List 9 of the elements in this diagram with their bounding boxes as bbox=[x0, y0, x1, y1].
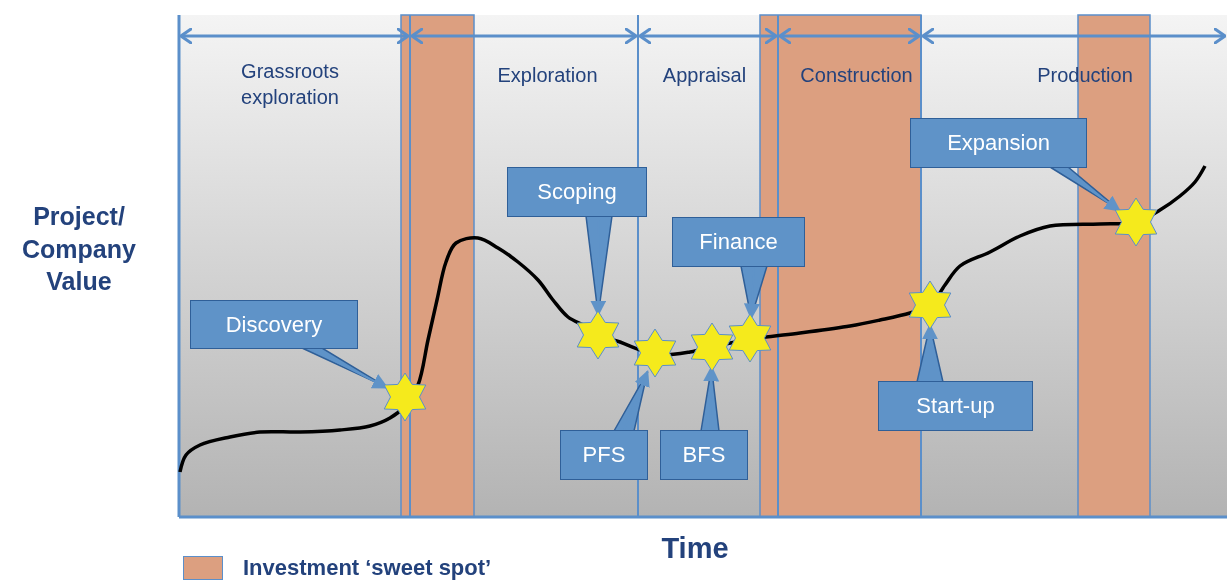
phase-label: Appraisal bbox=[661, 63, 748, 88]
phase-label: Construction bbox=[799, 63, 914, 88]
callout-box: PFS bbox=[560, 430, 648, 480]
phase-label: Exploration bbox=[496, 63, 599, 88]
callout-box: BFS bbox=[660, 430, 748, 480]
phase-label: Grassroots exploration bbox=[240, 59, 340, 110]
legend-label: Investment ‘sweet spot’ bbox=[243, 555, 492, 581]
axis-label: Project/ Company Value bbox=[21, 201, 137, 297]
axis-label: Time bbox=[660, 531, 730, 566]
